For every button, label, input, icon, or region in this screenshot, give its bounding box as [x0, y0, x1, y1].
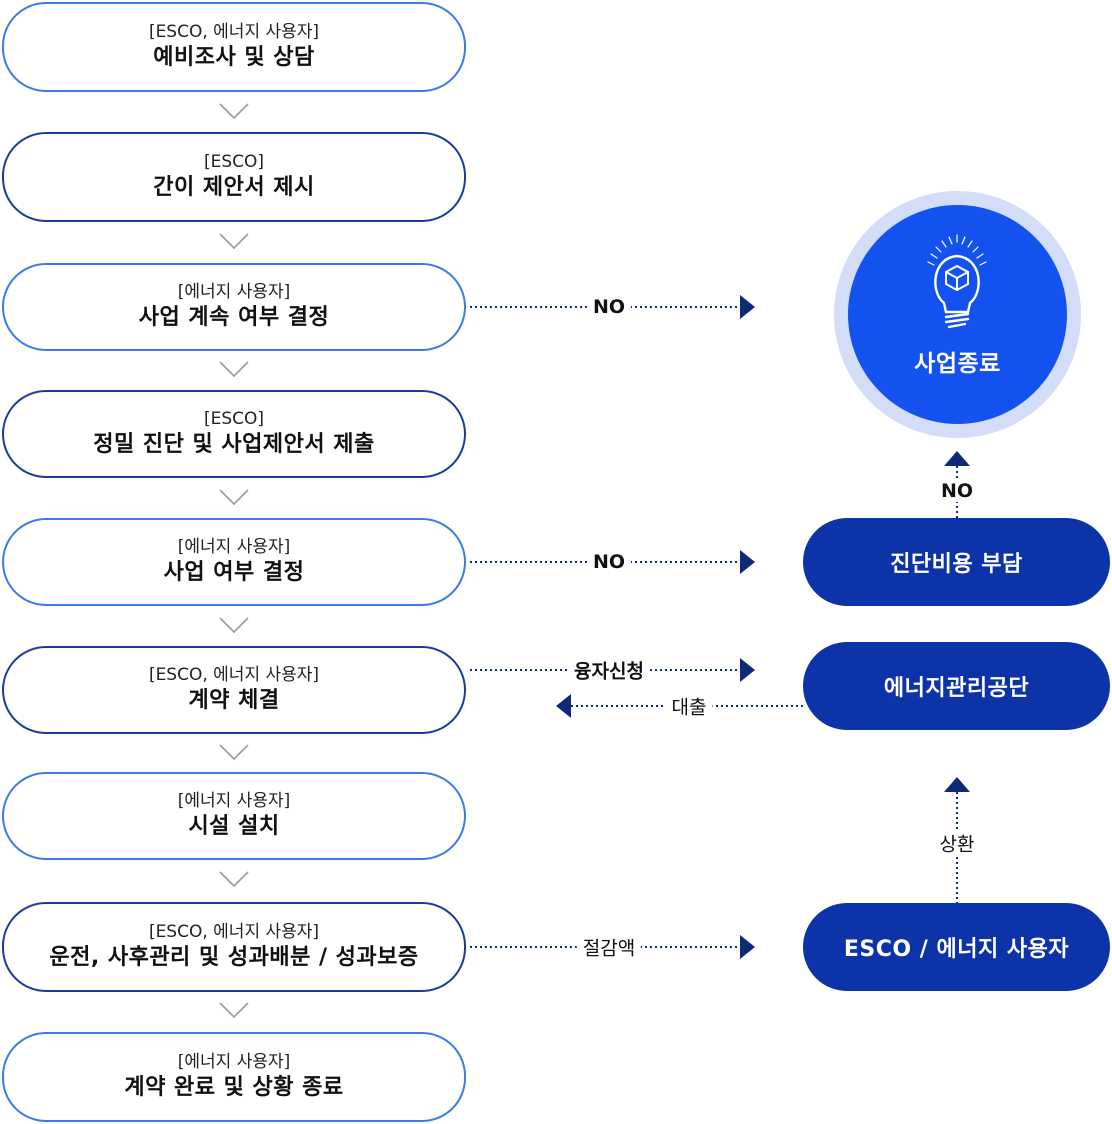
step-actor: [에너지 사용자] — [177, 791, 291, 811]
step-actor: [ESCO, 에너지 사용자] — [148, 665, 320, 685]
arrow-right-icon — [740, 295, 755, 319]
step-contract-completion: [에너지 사용자] 계약 완료 및 상황 종료 — [2, 1032, 466, 1122]
arrow-right-icon — [740, 550, 755, 574]
step-business-decision: [에너지 사용자] 사업 여부 결정 — [2, 518, 466, 606]
step-title: 사업 계속 여부 결정 — [138, 305, 330, 330]
chevron-down-icon — [219, 871, 249, 888]
step-title: 시설 설치 — [188, 814, 280, 839]
repay-label: 상환 — [933, 829, 981, 857]
chevron-down-icon — [219, 744, 249, 761]
arrow-left-icon — [556, 694, 571, 718]
arrow-up-icon — [944, 451, 970, 466]
step-actor: [ESCO, 에너지 사용자] — [148, 22, 320, 42]
loan-label: 대출 — [665, 692, 713, 720]
step-contract: [ESCO, 에너지 사용자] 계약 체결 — [2, 646, 466, 734]
chevron-down-icon — [219, 617, 249, 634]
chevron-down-icon — [219, 233, 249, 250]
esco-user-node: ESCO / 에너지 사용자 — [803, 903, 1110, 991]
step-title: 계약 완료 및 상황 종료 — [124, 1075, 344, 1100]
step-actor: [ESCO] — [203, 152, 265, 172]
arrow-up-icon — [944, 777, 970, 792]
arrow-right-icon — [740, 935, 755, 959]
energy-agency-node: 에너지관리공단 — [803, 642, 1110, 730]
step-actor: [에너지 사용자] — [177, 282, 291, 302]
chevron-down-icon — [219, 103, 249, 120]
savings-label: 절감액 — [576, 933, 642, 961]
arrow-right-icon — [740, 658, 755, 682]
chevron-down-icon — [219, 361, 249, 378]
step-title: 예비조사 및 상담 — [153, 45, 315, 70]
step-detailed-diagnosis: [ESCO] 정밀 진단 및 사업제안서 제출 — [2, 390, 466, 478]
no-label-business: NO — [586, 551, 632, 573]
step-actor: [ESCO, 에너지 사용자] — [148, 922, 320, 942]
step-title: 계약 체결 — [188, 688, 280, 713]
step-operation: [ESCO, 에너지 사용자] 운전, 사후관리 및 성과배분 / 성과보증 — [2, 902, 466, 992]
step-title: 간이 제안서 제시 — [153, 175, 315, 200]
diagnosis-cost-node: 진단비용 부담 — [803, 518, 1110, 606]
step-installation: [에너지 사용자] 시설 설치 — [2, 772, 466, 860]
no-label-up: NO — [934, 480, 980, 502]
step-title: 운전, 사후관리 및 성과배분 / 성과보증 — [49, 945, 419, 970]
step-preliminary-survey: [ESCO, 에너지 사용자] 예비조사 및 상담 — [2, 2, 466, 92]
end-node-label: 사업종료 — [914, 351, 1001, 377]
step-continue-decision: [에너지 사용자] 사업 계속 여부 결정 — [2, 263, 466, 351]
step-title: 정밀 진단 및 사업제안서 제출 — [93, 432, 375, 457]
no-label-continue: NO — [586, 296, 632, 318]
step-title: 사업 여부 결정 — [163, 560, 305, 585]
step-actor: [에너지 사용자] — [177, 537, 291, 557]
chevron-down-icon — [219, 1002, 249, 1019]
step-actor: [ESCO] — [203, 409, 265, 429]
step-simple-proposal: [ESCO] 간이 제안서 제시 — [2, 132, 466, 222]
chevron-down-icon — [219, 489, 249, 506]
step-actor: [에너지 사용자] — [177, 1052, 291, 1072]
loan-request-label: 융자신청 — [568, 656, 650, 684]
